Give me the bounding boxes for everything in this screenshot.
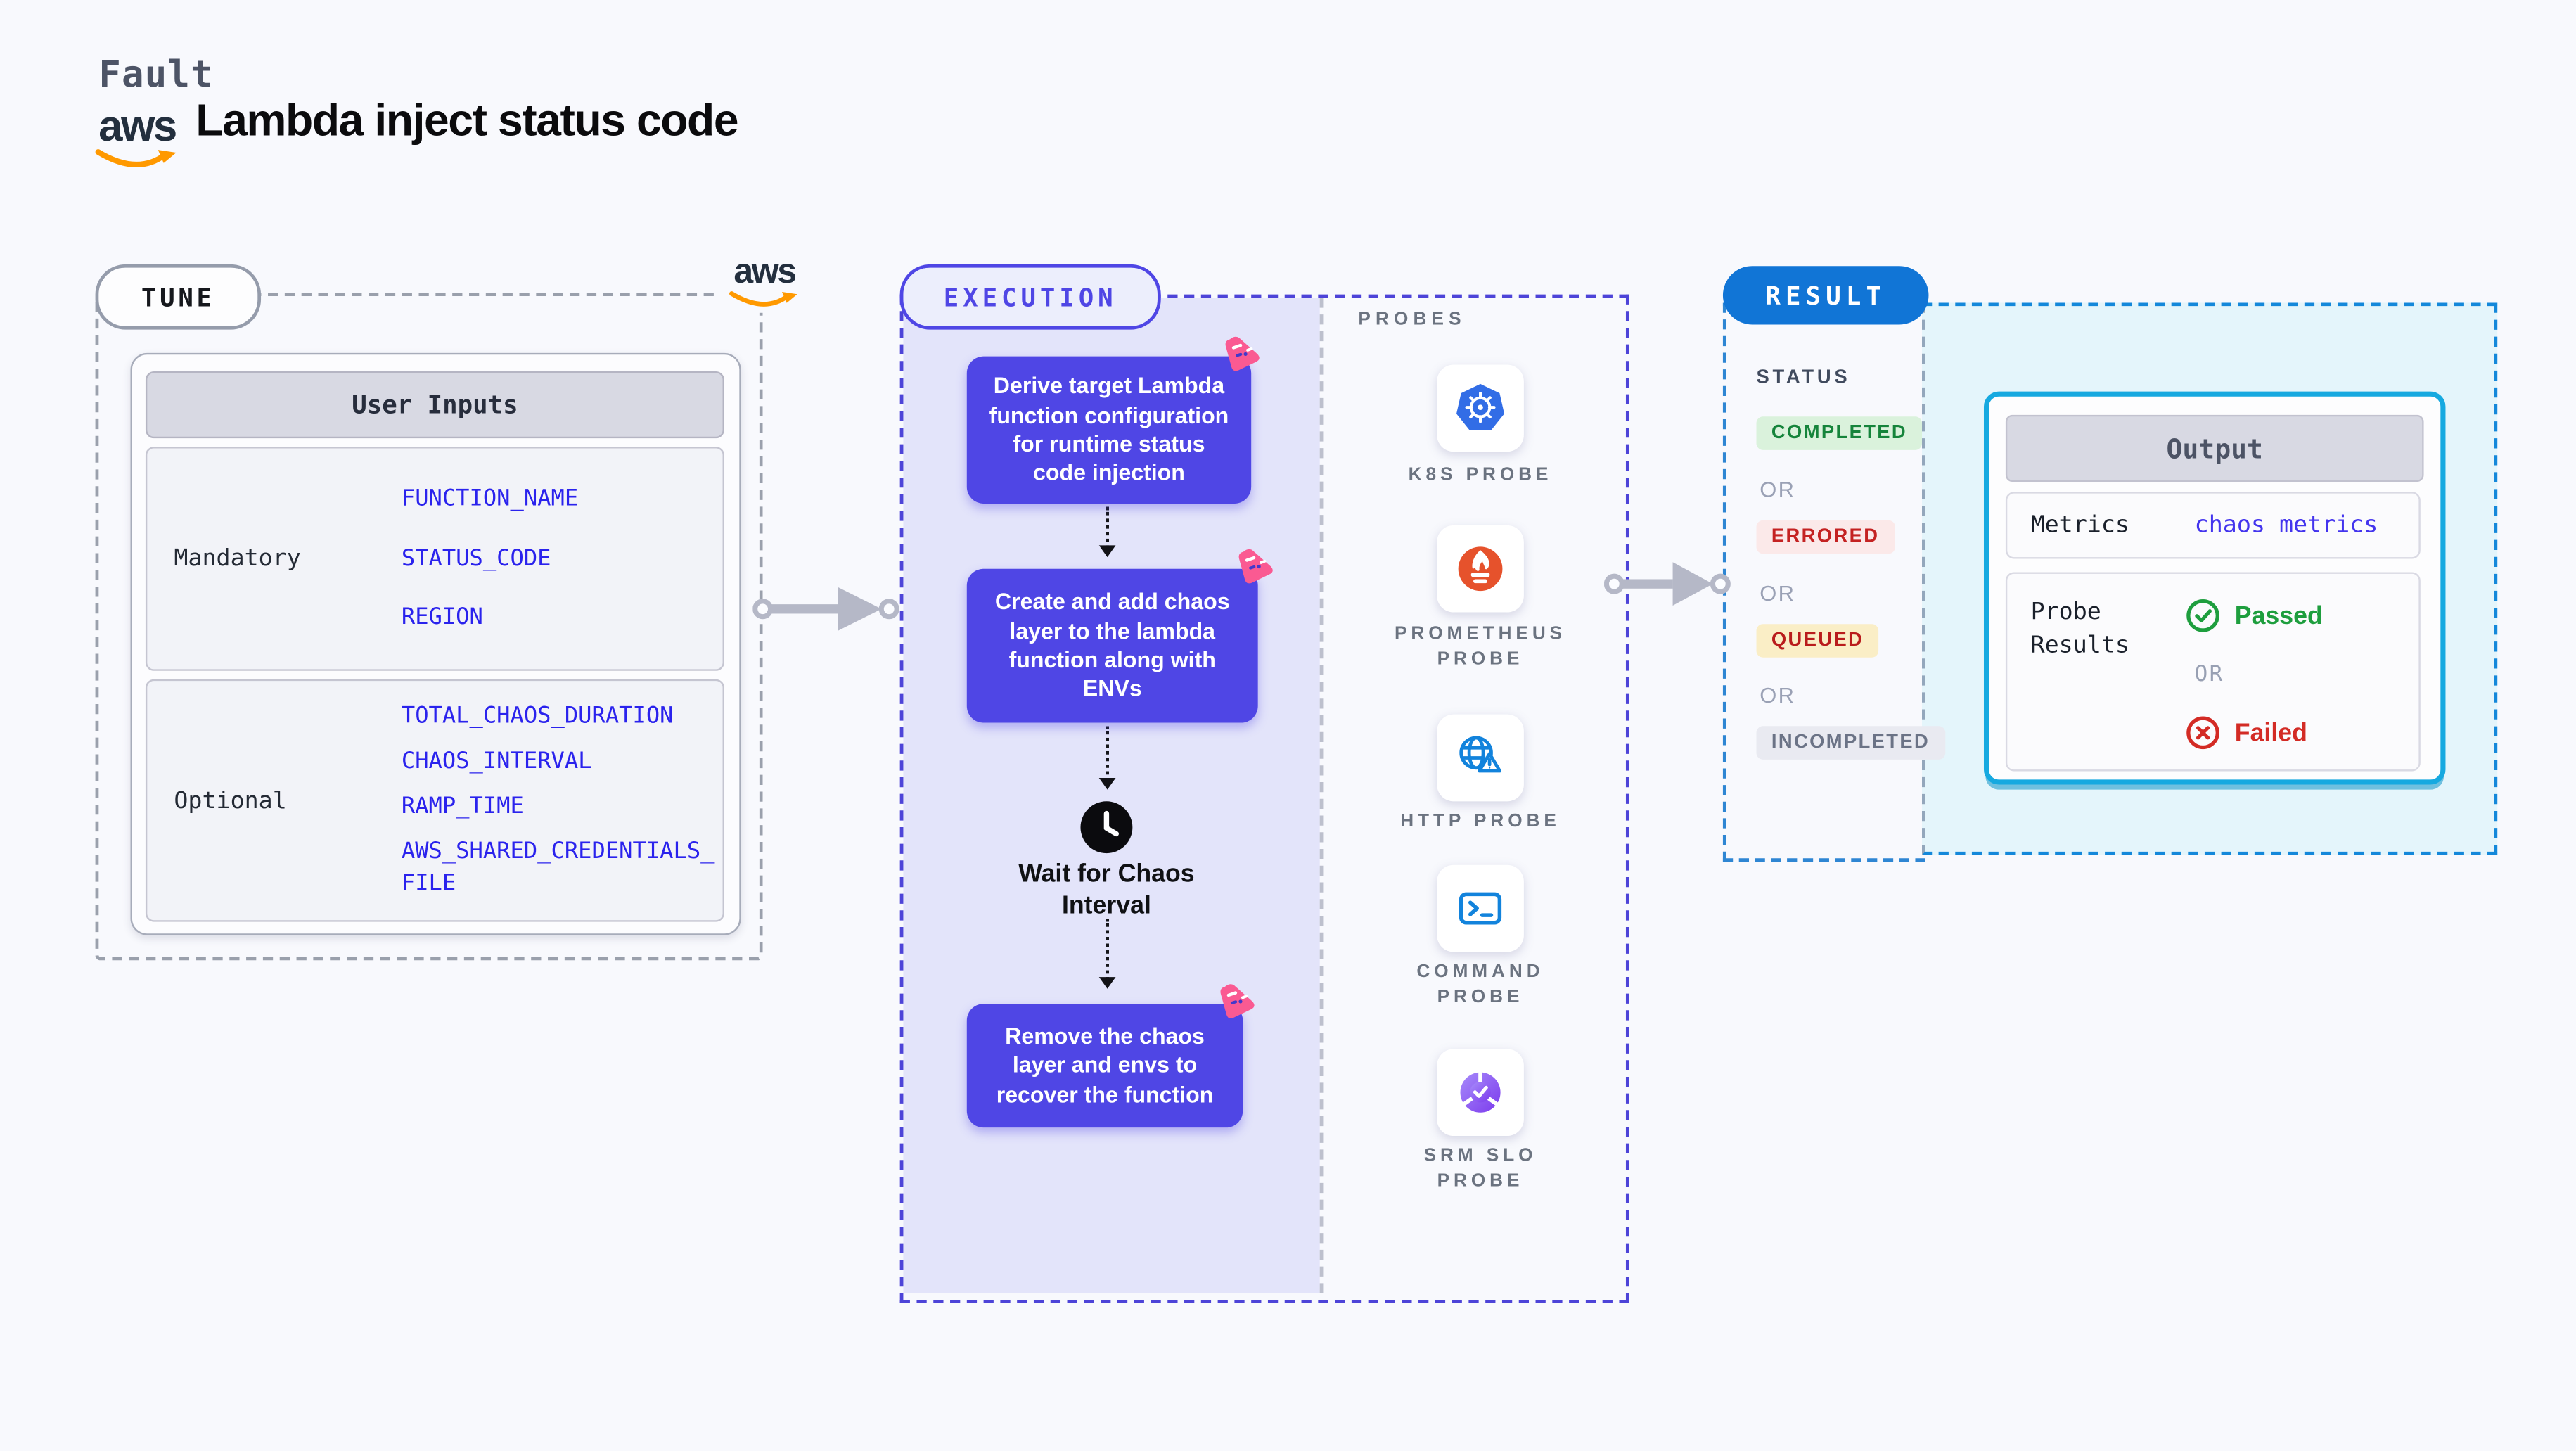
chaos-experiment-icon — [1220, 984, 1255, 1018]
k8s-probe-label: K8S PROBE — [1408, 465, 1553, 485]
execution-section-border — [899, 294, 1629, 1303]
user-inputs-header: User Inputs — [145, 371, 724, 439]
execution-probes-divider — [1319, 298, 1324, 1293]
env-var: RAMP_TIME — [401, 793, 524, 820]
arrow-tune-to-execution — [752, 587, 899, 631]
env-var: CHAOS_INTERVAL — [401, 748, 592, 775]
or-separator: OR — [2194, 662, 2224, 688]
execution-label: EXECUTION — [943, 281, 1117, 312]
result-label-pill: RESULT — [1722, 266, 1929, 325]
aws-logo: aws — [94, 103, 181, 170]
status-badge-queued: QUEUED — [1756, 624, 1879, 658]
or-separator: OR — [1760, 682, 1796, 708]
connector-arrow — [1098, 918, 1116, 989]
fault-kicker: Fault — [98, 55, 214, 97]
env-var: FUNCTION_NAME — [401, 485, 579, 512]
probes-title: PROBES — [1358, 309, 1466, 330]
aws-swoosh-icon — [95, 149, 177, 167]
x-circle-icon — [2186, 716, 2219, 750]
mandatory-label: Mandatory — [174, 545, 301, 573]
or-separator: OR — [1760, 476, 1796, 502]
status-badge-incompleted: INCOMPLETED — [1756, 726, 1945, 760]
page-title: Lambda inject status code — [196, 95, 738, 146]
http-probe-label: HTTP PROBE — [1400, 811, 1561, 832]
optional-values: TOTAL_CHAOS_DURATION CHAOS_INTERVAL RAMP… — [402, 688, 716, 914]
optional-label: Optional — [174, 787, 287, 814]
env-var: REGION — [401, 604, 483, 632]
step-add-chaos-layer: Create and add chaos layer to the lambda… — [966, 568, 1258, 723]
check-circle-icon — [2186, 599, 2219, 632]
step-derive-config: Derive target Lambda function configurat… — [966, 356, 1252, 504]
aws-logo-text: aws — [733, 253, 797, 291]
slo-pie-check-icon — [1460, 1070, 1501, 1113]
step-text: Create and add chaos layer to the lambda… — [994, 589, 1230, 702]
metrics-value: chaos metrics — [2194, 511, 2378, 539]
failed-label: Failed — [2234, 718, 2307, 748]
step-remove-chaos-layer: Remove the chaos layer and envs to recov… — [966, 1004, 1243, 1128]
command-probe-label: COMMAND PROBE — [1416, 961, 1544, 1008]
env-var: TOTAL_CHAOS_DURATION — [401, 702, 674, 730]
execution-label-pill: EXECUTION — [899, 264, 1161, 330]
tune-label-pill: TUNE — [95, 264, 262, 330]
http-globe-icon — [1459, 736, 1502, 773]
kubernetes-icon — [1456, 383, 1505, 430]
prometheus-probe-label: PROMETHEUS PROBE — [1394, 624, 1567, 670]
chaos-experiment-icon — [1238, 549, 1273, 584]
step-text: Derive target Lambda function configurat… — [989, 373, 1229, 486]
clock-icon — [1079, 800, 1134, 855]
arrow-execution-to-result — [1604, 562, 1731, 606]
tune-label: TUNE — [141, 281, 215, 312]
k8s-probe-card — [1437, 364, 1524, 452]
probe-results-label: Probe Results — [2030, 599, 2129, 660]
chaos-experiment-icon — [1225, 336, 1260, 371]
connector-arrow — [1098, 726, 1116, 790]
result-label: RESULT — [1765, 280, 1887, 311]
http-probe-card — [1437, 714, 1524, 802]
passed-label: Passed — [2234, 601, 2323, 630]
metrics-row: Metrics chaos metrics — [2005, 492, 2421, 559]
terminal-icon — [1459, 892, 1502, 925]
command-probe-card — [1437, 864, 1524, 952]
output-card: Output Metrics chaos metrics Probe Resul… — [1983, 391, 2446, 785]
srm-slo-probe-label: SRM SLO PROBE — [1423, 1146, 1537, 1192]
aws-swoosh-icon — [729, 291, 797, 307]
probe-results-row: Probe Results Passed OR Failed — [2005, 572, 2421, 772]
prometheus-icon — [1458, 546, 1503, 592]
optional-row: Optional TOTAL_CHAOS_DURATION CHAOS_INTE… — [145, 679, 724, 922]
user-inputs-card: User Inputs Mandatory FUNCTION_NAME STAT… — [130, 352, 741, 935]
metrics-label: Metrics — [2030, 511, 2129, 539]
or-separator: OR — [1760, 580, 1796, 606]
srm-slo-probe-card — [1437, 1049, 1524, 1137]
passed-result: Passed — [2184, 597, 2323, 634]
output-header: Output — [2005, 414, 2424, 482]
aws-logo-text: aws — [98, 100, 177, 151]
mandatory-row: Mandatory FUNCTION_NAME STATUS_CODE REGI… — [145, 447, 724, 671]
prometheus-probe-card — [1437, 525, 1524, 613]
failed-result: Failed — [2184, 715, 2307, 751]
mandatory-values: FUNCTION_NAME STATUS_CODE REGION — [402, 455, 716, 663]
wait-for-chaos-label: Wait for Chaos Interval — [1018, 859, 1195, 920]
tune-section-border — [95, 293, 763, 961]
status-badge-completed: COMPLETED — [1756, 416, 1923, 450]
connector-arrow — [1098, 506, 1116, 558]
step-text: Remove the chaos layer and envs to recov… — [996, 1023, 1214, 1107]
env-var: STATUS_CODE — [401, 544, 551, 572]
status-title: STATUS — [1756, 368, 1851, 388]
status-badge-errored: ERRORED — [1756, 520, 1895, 554]
aws-logo-small: aws — [719, 250, 810, 313]
env-var: AWS_SHARED_CREDENTIALS_FILE — [401, 838, 715, 897]
